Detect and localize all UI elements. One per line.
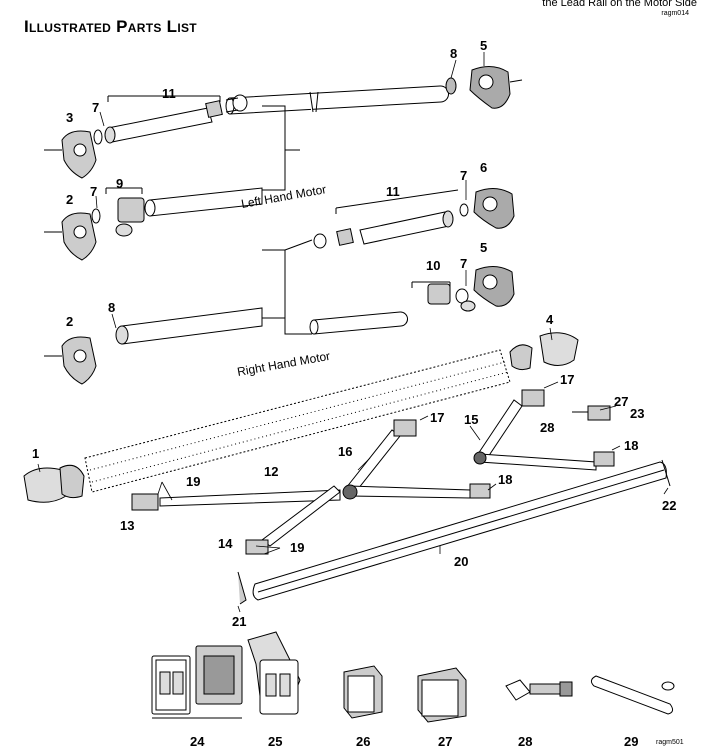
- callout-15: 15: [464, 412, 478, 427]
- part-28: [505, 679, 573, 701]
- top-caption: the Lead Rail on the Motor Side: [542, 0, 697, 9]
- arm-15: [473, 389, 615, 471]
- callout-18-right: 18: [624, 438, 638, 453]
- switch-plate-24: [151, 645, 243, 719]
- callout-23: 23: [630, 406, 644, 421]
- awning-roller: [84, 349, 511, 493]
- callout-27-lower: 27: [438, 734, 452, 749]
- end-cap-3: [44, 129, 103, 179]
- callout-17-right: 17: [560, 372, 574, 387]
- control-box-26: [343, 665, 383, 719]
- callout-9: 9: [116, 176, 123, 191]
- callout-2-upper: 2: [66, 192, 73, 207]
- bracket-23: [572, 405, 611, 421]
- switch-cover-25: [247, 631, 301, 715]
- callout-6: 6: [480, 160, 487, 175]
- callout-11-right: 11: [386, 184, 400, 199]
- callout-7-lower: 7: [460, 256, 467, 271]
- callout-17-middle: 17: [430, 410, 444, 425]
- page-title: Illustrated Parts List: [24, 17, 197, 36]
- callout-16: 16: [338, 444, 352, 459]
- callout-21: 21: [232, 614, 246, 629]
- callout-5-lower: 5: [480, 240, 487, 255]
- end-cap-5-lower: [473, 266, 515, 307]
- control-box-27: [417, 667, 467, 723]
- callout-24: 24: [190, 734, 205, 749]
- callout-28-lower: 28: [518, 734, 532, 749]
- roller-tube-second: [144, 187, 263, 217]
- callout-7-top: 7: [92, 100, 99, 115]
- callout-12: 12: [264, 464, 278, 479]
- motor-assembly-9: [91, 197, 145, 237]
- tube-29: [590, 675, 675, 715]
- callout-26: 26: [356, 734, 370, 749]
- callout-8-lower: 8: [108, 300, 115, 315]
- top-code: ragm014: [661, 10, 689, 17]
- callout-5-top: 5: [480, 38, 487, 53]
- callout-11-top: 11: [162, 86, 176, 101]
- callout-3: 3: [66, 110, 73, 125]
- callout-10: 10: [426, 258, 440, 273]
- left-hand-motor-label: Left Hand Motor: [240, 182, 327, 211]
- callout-13: 13: [120, 518, 134, 533]
- arm-16: [342, 419, 491, 500]
- callout-19-upper: 19: [186, 474, 200, 489]
- callout-20: 20: [454, 554, 468, 569]
- end-cap-2-upper: [44, 212, 97, 261]
- lead-rail: [237, 459, 671, 605]
- callout-27-upper: 27: [614, 394, 628, 409]
- callout-7-right: 7: [460, 168, 467, 183]
- callout-2-lower: 2: [66, 314, 73, 329]
- callout-1: 1: [32, 446, 39, 461]
- motor-assembly-top: [104, 94, 248, 144]
- callouts: 11 7 3 8 5 2 7 9 11 7 6 10 7 5 8 2 4 17 …: [32, 38, 676, 749]
- end-cap-5-top: [445, 66, 523, 109]
- roller-tube-third: [309, 311, 408, 335]
- end-cap-4: [509, 332, 579, 371]
- end-cap-2-lower: [44, 336, 97, 385]
- callout-19-lower: 19: [290, 540, 304, 555]
- callout-4: 4: [546, 312, 554, 327]
- motor-assembly-10: [427, 283, 476, 312]
- roller-tube-fourth: [115, 307, 263, 345]
- callout-8-top: 8: [450, 46, 457, 61]
- motor-assembly-11-right: [313, 203, 469, 249]
- arm-12: [131, 485, 341, 555]
- callout-7-second: 7: [90, 184, 97, 199]
- callout-29: 29: [624, 734, 638, 749]
- callout-22: 22: [662, 498, 676, 513]
- callout-25: 25: [268, 734, 282, 749]
- end-cap-6: [473, 188, 515, 229]
- callout-28-upper: 28: [540, 420, 554, 435]
- end-cap-1: [23, 464, 85, 503]
- callout-18-middle: 18: [498, 472, 512, 487]
- leader-lines: [37, 52, 669, 613]
- callout-14: 14: [218, 536, 233, 551]
- right-hand-motor-label: Right Hand Motor: [236, 349, 331, 379]
- roller-tube-top: [225, 85, 449, 115]
- figure-code: ragm501: [656, 739, 684, 746]
